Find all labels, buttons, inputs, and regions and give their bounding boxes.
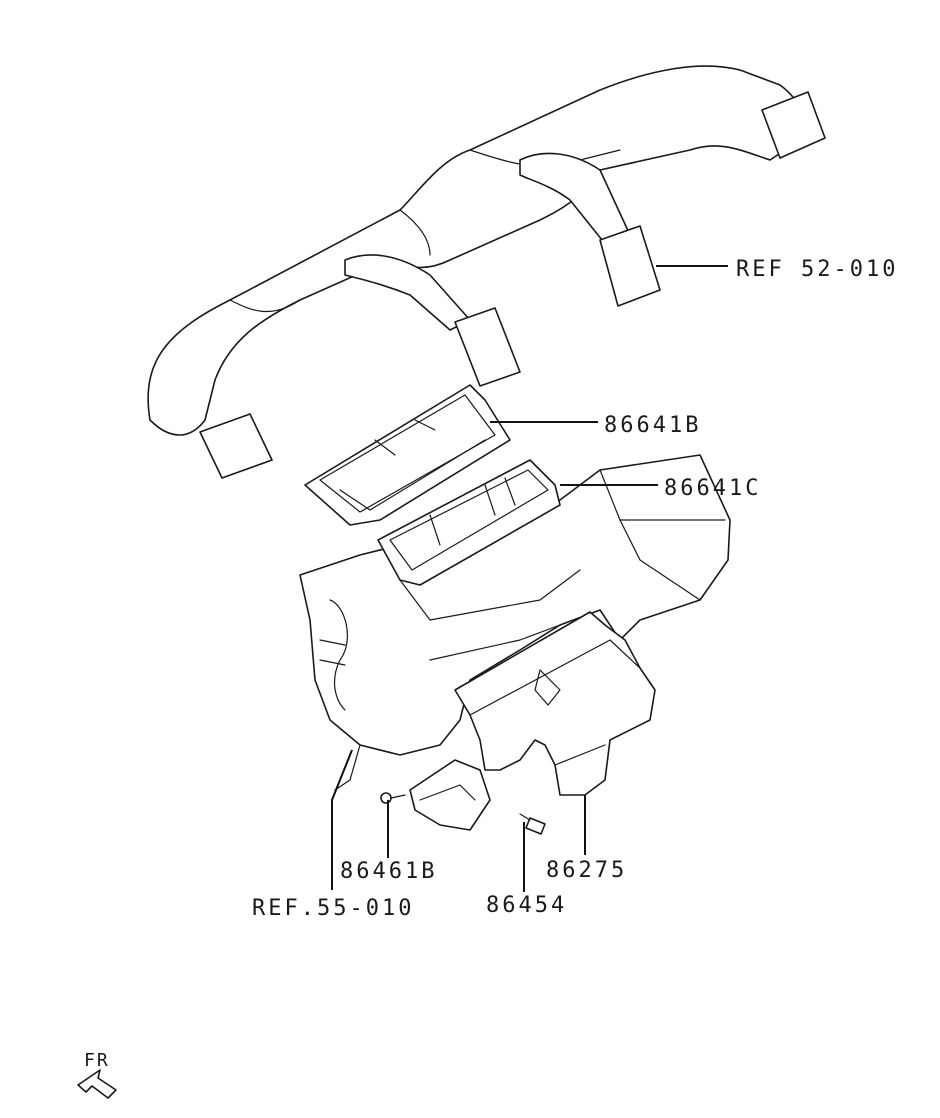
- side-duct-bracket: [409, 759, 491, 831]
- label-86641C: 86641C: [664, 476, 761, 501]
- filter-86641C: [377, 459, 561, 586]
- duct-outlet-left: [199, 413, 273, 479]
- upper-air-duct: [147, 65, 826, 479]
- label-86461B: 86461B: [340, 859, 437, 884]
- front-direction-arrow-icon: [77, 1069, 117, 1099]
- leader-ref-55-010: [331, 749, 353, 890]
- screw-86454: [519, 813, 546, 835]
- label-ref-52-010: REF 52-010: [736, 257, 898, 282]
- duct-outlet-right: [761, 91, 826, 159]
- filter-frame-86641B: [304, 384, 511, 526]
- heater-unit-body: [299, 454, 731, 791]
- label-ref-55-010: REF.55-010: [252, 896, 414, 921]
- clip-86461B: [380, 792, 406, 804]
- duct-outlet-center-right: [599, 225, 661, 307]
- front-direction-indicator: FR: [77, 1050, 117, 1099]
- label-86454: 86454: [486, 893, 567, 918]
- label-86641B: 86641B: [604, 413, 701, 438]
- duct-outlet-center-left: [454, 307, 521, 387]
- label-86275: 86275: [546, 858, 627, 883]
- lower-duct-86275: [454, 611, 656, 796]
- front-label: FR: [84, 1050, 110, 1071]
